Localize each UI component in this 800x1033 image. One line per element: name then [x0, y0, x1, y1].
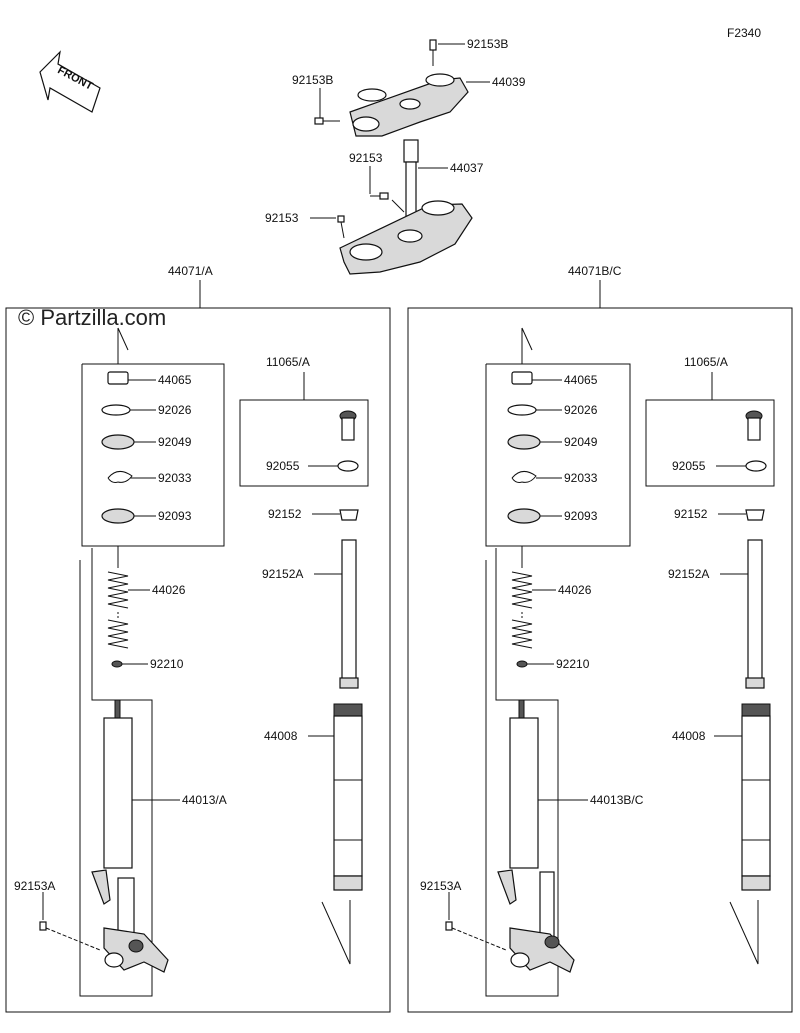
left-label-92026: 92026: [158, 403, 192, 417]
left-spring-44026: [107, 571, 129, 649]
right-label-92049: 92049: [564, 435, 598, 449]
right-cylinder-92152a: [745, 539, 765, 689]
right-spring-44026: [511, 571, 533, 649]
left-outer-tube-44008: [333, 703, 363, 891]
left-cap-bolt: [339, 410, 357, 441]
left-label-92049: 92049: [158, 435, 192, 449]
fork-panel-right: 44065 92026 92049 92033 92093 44026 9221…: [407, 307, 793, 1013]
right-outer-tube-44008: [741, 703, 771, 891]
bolt-92153-lower: [337, 215, 345, 239]
left-label-44008: 44008: [264, 729, 298, 743]
right-label-92210: 92210: [556, 657, 590, 671]
right-label-11065: 11065/A: [684, 355, 728, 369]
right-label-92055: 92055: [672, 459, 706, 473]
left-label-44013: 44013/A: [182, 793, 227, 807]
right-label-92152: 92152: [674, 507, 708, 521]
bolt-92153-mid: [370, 192, 389, 200]
left-label-44026: 44026: [152, 583, 186, 597]
right-label-44013: 44013B/C: [590, 793, 644, 807]
right-label-92026: 92026: [564, 403, 598, 417]
right-label-44008: 44008: [672, 729, 706, 743]
right-label-92033: 92033: [564, 471, 598, 485]
group-label-left: 44071/A: [168, 264, 213, 278]
right-label-92093: 92093: [564, 509, 598, 523]
left-label-92033: 92033: [158, 471, 192, 485]
left-fork-tube-44013: [91, 699, 169, 973]
right-bolt-92153a: [445, 921, 507, 951]
left-label-11065: 11065/A: [266, 355, 310, 369]
right-label-44065: 44065: [564, 373, 598, 387]
left-label-92093: 92093: [158, 509, 192, 523]
label-92153-lower: 92153: [265, 211, 299, 225]
upper-bracket-44039: [349, 73, 469, 137]
left-label-92153a: 92153A: [14, 879, 55, 893]
left-label-92210: 92210: [150, 657, 184, 671]
right-cap-bolt: [745, 410, 763, 441]
left-label-44065: 44065: [158, 373, 192, 387]
fork-panel-left: 44065 92026 92049 92033 92093 44026 9221…: [5, 307, 391, 1013]
bolt-92153b-left: [314, 117, 340, 125]
label-92153-mid: 92153: [349, 151, 383, 165]
left-label-92152a: 92152A: [262, 567, 303, 581]
label-92153b-top: 92153B: [467, 37, 508, 51]
watermark: © Partzilla.com: [18, 305, 166, 330]
group-label-right: 44071B/C: [568, 264, 622, 278]
right-label-92152a: 92152A: [668, 567, 709, 581]
right-label-92153a: 92153A: [420, 879, 461, 893]
left-label-92152: 92152: [268, 507, 302, 521]
steering-stem-44037: [339, 139, 473, 275]
label-44039: 44039: [492, 75, 526, 89]
left-label-92055: 92055: [266, 459, 300, 473]
right-fork-tube-44013: [497, 699, 575, 973]
label-44037: 44037: [450, 161, 484, 175]
left-bolt-92153a: [39, 921, 101, 951]
label-92153b-left: 92153B: [292, 73, 333, 87]
right-label-44026: 44026: [558, 583, 592, 597]
figure-code: F2340: [727, 26, 761, 40]
left-cylinder-92152a: [339, 539, 359, 689]
bolt-92153b-top: [429, 39, 437, 66]
front-direction-arrow: FRONT: [39, 50, 101, 113]
